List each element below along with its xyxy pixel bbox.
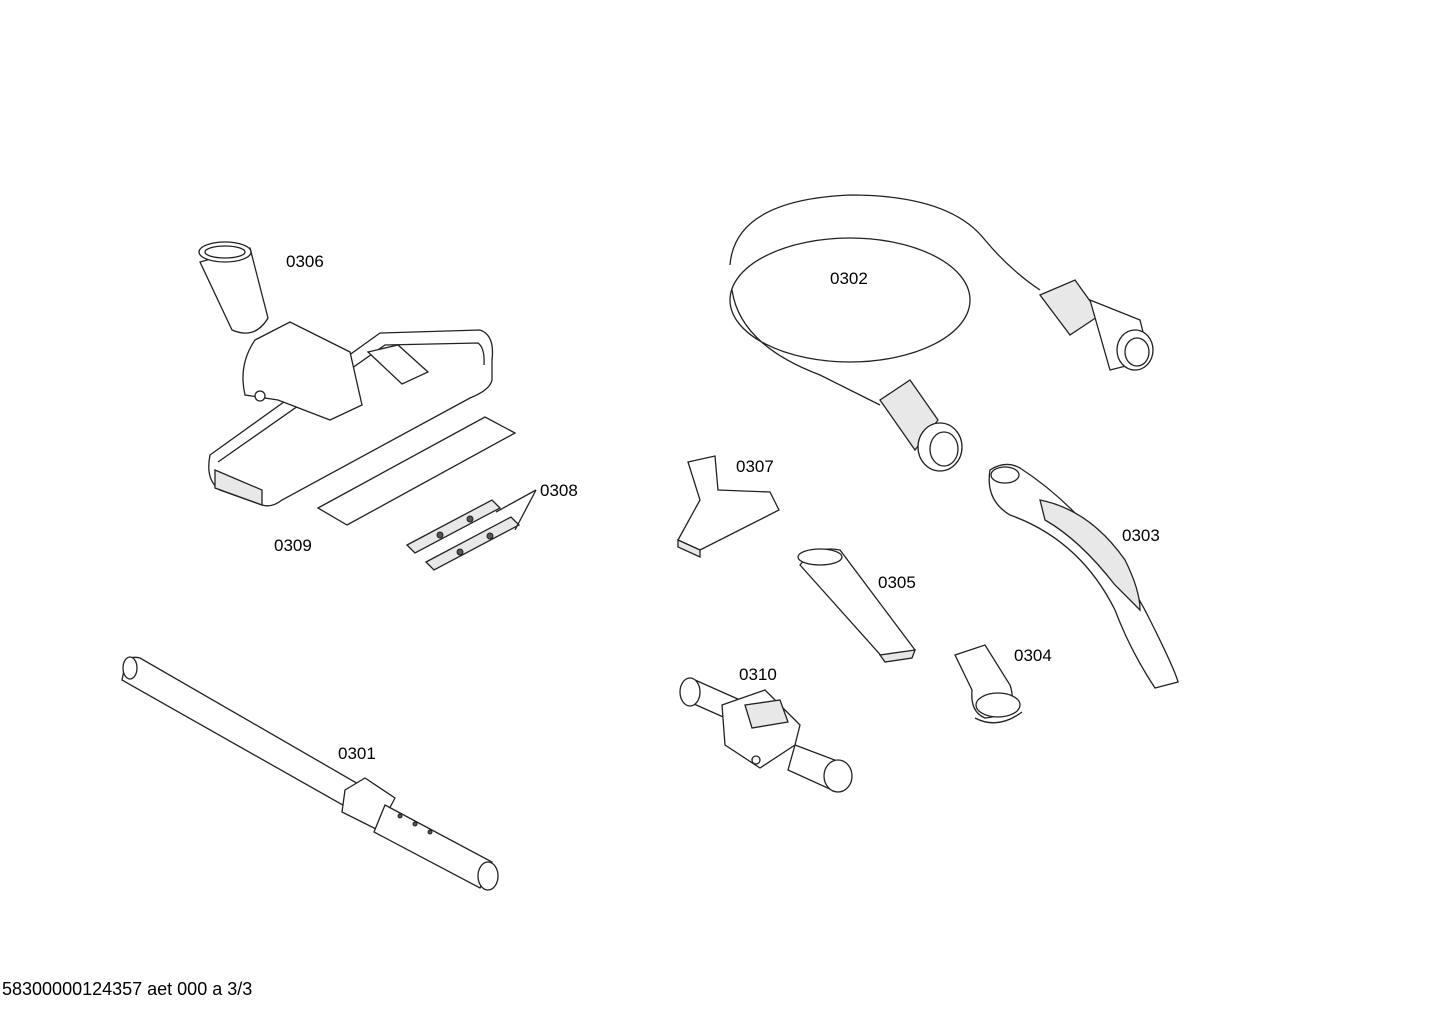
hose-handle-drawing xyxy=(988,463,1179,689)
crevice-nozzle-drawing xyxy=(797,548,917,663)
part-label-0306: 0306 xyxy=(286,252,324,271)
part-label-0301: 0301 xyxy=(338,744,376,763)
tube-adapter-drawing xyxy=(679,677,853,793)
floor-nozzle-drawing xyxy=(198,241,494,507)
part-label-0303: 0303 xyxy=(1122,526,1160,545)
nozzle-strip-drawing xyxy=(316,416,517,526)
part-label-0310: 0310 xyxy=(739,665,777,684)
telescopic-tube-drawing xyxy=(121,656,499,891)
small-nozzle-drawing xyxy=(954,644,1023,724)
hose-drawing xyxy=(729,194,1154,472)
upholstery-nozzle-drawing xyxy=(677,455,780,559)
part-label-0309: 0309 xyxy=(274,536,312,555)
document-footer: 58300000124357 aet 000 a 3/3 xyxy=(2,979,253,999)
part-label-0308: 0308 xyxy=(540,481,578,500)
part-label-0307: 0307 xyxy=(736,457,774,476)
part-label-0305: 0305 xyxy=(878,573,916,592)
part-label-0304: 0304 xyxy=(1014,646,1052,665)
part-label-0302: 0302 xyxy=(830,269,868,288)
nozzle-clips-drawing xyxy=(405,489,537,571)
